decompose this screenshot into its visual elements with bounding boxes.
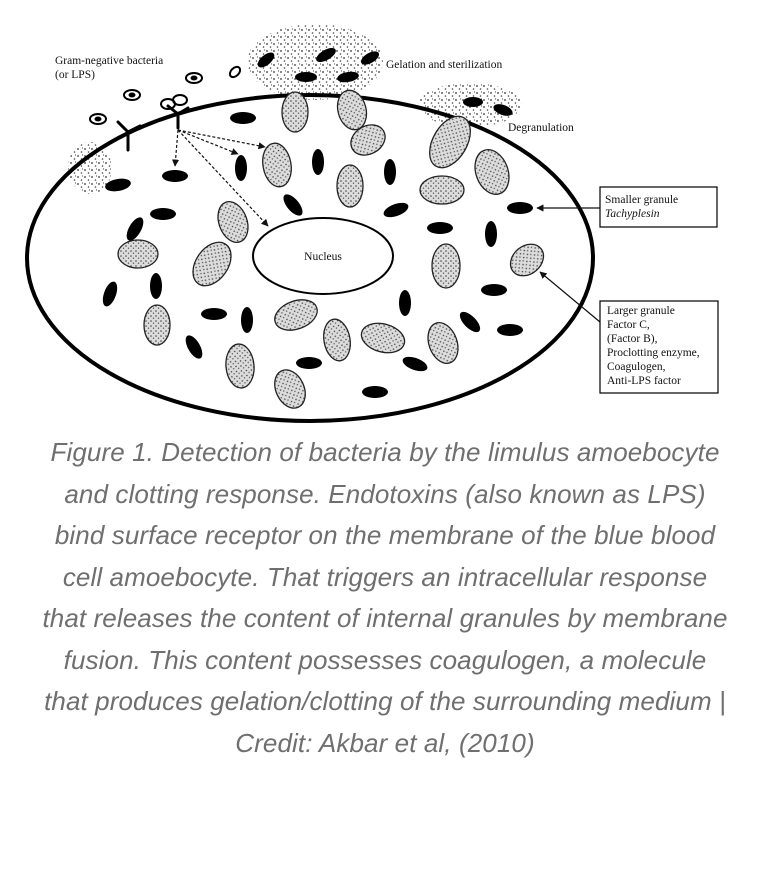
large-granule: [225, 343, 255, 389]
signal-arrows: [171, 129, 269, 227]
small-granule: [383, 202, 409, 218]
small-granules: [102, 48, 533, 398]
small-granule: [185, 335, 203, 359]
large-granule-callout-box: [599, 300, 719, 394]
figure-caption: Figure 1. Detection of bacteria by the l…: [42, 437, 728, 758]
small-granule: [485, 221, 497, 247]
bacteria-label-line2: (or LPS): [55, 69, 95, 81]
amoebocyte-diagram: Nucleus: [25, 24, 719, 423]
small-granule-callout-box: [599, 186, 718, 228]
bacterium-icon: [172, 94, 188, 106]
large-granule-label: Larger granule: [607, 305, 675, 317]
small-granule-label: Smaller granule: [605, 194, 678, 206]
degranulation-label: Degranulation: [508, 122, 574, 134]
large-granule: [431, 243, 461, 289]
small-granule: [497, 324, 523, 336]
large-granule: [323, 318, 351, 362]
small-granule: [162, 170, 188, 182]
receptor-icon: [166, 104, 190, 130]
small-granule: [150, 273, 162, 299]
large-granule-content-label: Anti-LPS factor: [607, 375, 681, 387]
small-granule: [295, 72, 317, 82]
small-granule: [360, 51, 380, 65]
large-granule: [427, 322, 459, 364]
small-granule: [283, 194, 303, 216]
small-granule: [102, 281, 118, 307]
small-granule: [312, 149, 324, 175]
large-granule: [262, 142, 292, 188]
large-granule: [143, 304, 171, 346]
large-granule: [509, 243, 545, 277]
small-granule: [201, 308, 227, 320]
bacterium-icon: [123, 89, 141, 101]
small-granule: [230, 112, 256, 124]
large-granule: [474, 149, 510, 195]
small-granule: [150, 208, 176, 220]
large-granule-content-label: (Factor B),: [607, 333, 658, 345]
large-granule: [360, 322, 406, 354]
large-granules: [117, 89, 545, 409]
small-granule: [337, 71, 359, 83]
small-granule: [459, 311, 481, 333]
small-granule: [493, 104, 513, 116]
small-granule: [241, 307, 253, 333]
large-granule: [274, 299, 318, 331]
large-granule-content-label: Factor C,: [607, 319, 650, 331]
large-granule: [274, 369, 306, 409]
bacteria-label-line1: Gram-negative bacteria: [55, 55, 163, 67]
gelation-label: Gelation and sterilization: [386, 59, 502, 71]
small-granule: [105, 178, 131, 192]
small-granule: [362, 386, 388, 398]
small-granule: [126, 217, 144, 241]
bacteria: [89, 65, 242, 125]
small-granule: [481, 284, 507, 296]
large-granule: [336, 164, 364, 208]
small-granule: [384, 159, 396, 185]
large-granule: [336, 89, 368, 131]
nucleus-label: Nucleus: [304, 251, 342, 263]
large-granule-content-label: Coagulogen,: [607, 361, 666, 373]
large-granule: [117, 239, 159, 269]
large-granule: [217, 201, 249, 243]
nucleus: [252, 217, 394, 295]
bacterium-icon: [228, 65, 242, 79]
bacterium-icon: [185, 72, 203, 84]
amoebocyte-figure: Nucleus: [0, 0, 770, 430]
small-granule: [316, 48, 336, 62]
large-granule-content-label: Proclotting enzyme,: [607, 347, 700, 359]
large-granule: [281, 91, 309, 133]
small-granule: [507, 202, 533, 214]
small-granule: [399, 290, 411, 316]
receptor-icon: [116, 120, 142, 152]
bacterium-icon: [89, 113, 107, 125]
large-granule: [419, 175, 465, 205]
small-granule: [427, 222, 453, 234]
small-granule: [463, 97, 483, 107]
large-granule: [350, 124, 386, 156]
small-granule: [235, 155, 247, 181]
large-granule: [192, 241, 232, 287]
large-granule: [429, 115, 471, 169]
small-granule: [402, 356, 428, 372]
small-granule: [257, 52, 275, 68]
small-granule-content-label: Tachyplesin: [605, 208, 660, 220]
small-granule: [296, 357, 322, 369]
callout-lines: [536, 204, 601, 323]
cell-membrane: [25, 93, 595, 423]
surface-receptors: [116, 104, 190, 152]
